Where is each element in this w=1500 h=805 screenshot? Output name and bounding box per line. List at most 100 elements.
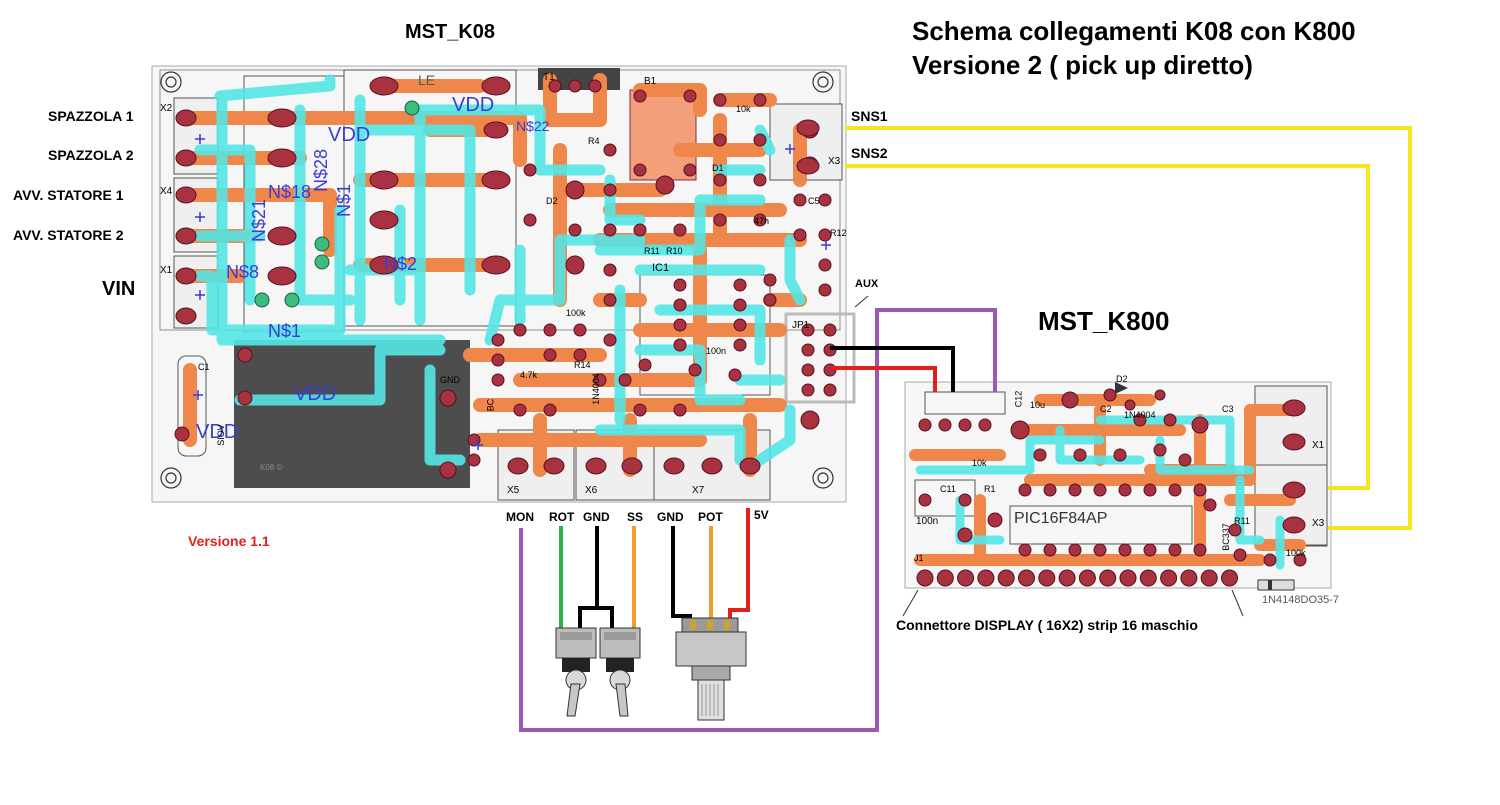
board-k08: K08 © — [151, 65, 856, 503]
part-d2: D2 — [546, 196, 558, 206]
net-n8: N$8 — [226, 262, 260, 282]
net-vdd-4: VDD — [196, 421, 239, 443]
pin-5v: 5V — [754, 508, 769, 522]
net-n22: N$22 — [516, 118, 550, 134]
pin-pot: POT — [698, 510, 723, 524]
k800-conn-x1: X1 — [1312, 440, 1325, 451]
k800-part-c3: C3 — [1222, 404, 1234, 414]
net-n28: N$28 — [311, 148, 332, 193]
part-c1: C1 — [198, 362, 210, 372]
k800-part-c2: C2 — [1100, 404, 1112, 414]
part-jp1: JP1 — [792, 320, 810, 331]
net-vdd-2: VDD — [452, 94, 495, 116]
net-vdd-3: VDD — [294, 383, 337, 405]
label-aux: AUX — [855, 278, 879, 290]
display-strip-pin — [1058, 569, 1076, 587]
part-b1: B1 — [644, 76, 657, 87]
k800-part-c12: C12 — [1013, 390, 1024, 408]
conn-x2: X2 — [160, 103, 173, 114]
k800-part-10u: 10u — [1030, 400, 1046, 410]
label-sns2: SNS2 — [851, 145, 888, 161]
conn-x4: X4 — [160, 186, 173, 197]
display-strip-pin — [916, 569, 934, 587]
k800-part-100n: 100n — [916, 516, 939, 527]
display-leaders — [854, 295, 1244, 617]
display-strip — [916, 569, 1238, 587]
display-strip-pin — [957, 569, 975, 587]
potentiometer — [675, 617, 747, 721]
net-vdd-1: VDD — [328, 124, 371, 146]
k800-part-r1: R1 — [984, 484, 996, 494]
wire-5v — [728, 508, 750, 622]
display-strip-pin — [1119, 569, 1137, 587]
label-sns1: SNS1 — [851, 108, 888, 124]
k800-part-10k: 10k — [972, 458, 987, 468]
part-1n4004: 1N4004 — [590, 373, 601, 405]
k800-part-bc337: BC337 — [1220, 523, 1231, 551]
display-strip-pin — [1221, 569, 1238, 587]
wire-gnd-switch — [578, 526, 614, 630]
k800-part-r11: R11 — [1234, 516, 1250, 526]
part-siov: SIOV — [215, 424, 226, 446]
display-strip-pin — [997, 569, 1015, 587]
board-k08-title: MST_K08 — [405, 21, 496, 43]
net-n21: N$21 — [249, 198, 270, 243]
net-n18: N$18 — [268, 182, 312, 202]
display-strip-pin — [1018, 569, 1035, 587]
part-r10: R10 — [666, 246, 683, 256]
board-k800 — [904, 381, 1332, 591]
wire-gnd-pot — [671, 526, 692, 625]
wire-aux-black — [830, 346, 955, 392]
label-spazzola-1: SPAZZOLA 1 — [48, 108, 134, 124]
label-avv-statore-1: AVV. STATORE 1 — [13, 187, 124, 203]
wire-sns1 — [845, 126, 1412, 530]
net-n1-vertical: N$1 — [334, 183, 355, 218]
display-strip-pin — [1139, 569, 1157, 587]
k800-conn-x3: X3 — [1312, 518, 1325, 529]
label-version: Versione 1.1 — [188, 533, 270, 549]
k800-part-d2: D2 — [1116, 374, 1128, 384]
part-100k: 100k — [566, 308, 586, 318]
part-t1: T1 — [543, 72, 555, 83]
part-r11: R11 — [644, 246, 660, 256]
part-c5: C5 — [808, 196, 820, 206]
pin-mon: MON — [506, 510, 534, 524]
net-n2: N$2 — [384, 254, 418, 274]
k800-part-1n4004: 1N4004 — [1124, 410, 1156, 420]
pin-gnd-1: GND — [583, 510, 610, 524]
wire-sns2 — [845, 164, 1370, 490]
label-vin: VIN — [102, 278, 136, 300]
svg-text:K08 ©: K08 © — [260, 463, 282, 472]
display-strip-pin — [1078, 569, 1096, 587]
part-100n: 100n — [706, 346, 727, 356]
conn-x6: X6 — [585, 485, 598, 496]
k800-part-j1: J1 — [914, 553, 924, 563]
k800-part-100k: 100k — [1286, 548, 1306, 558]
main-title-line2: Versione 2 ( pick up diretto) — [912, 50, 1253, 80]
label-display-connector: Connettore DISPLAY ( 16X2) strip 16 masc… — [896, 617, 1198, 633]
diode-1n4148: 1N4148DO35-7 — [1262, 594, 1340, 606]
part-d1: D1 — [712, 163, 724, 173]
conn-x3: X3 — [828, 156, 841, 167]
toggle-switches — [555, 627, 641, 717]
display-strip-pin — [1038, 569, 1056, 587]
label-avv-statore-2: AVV. STATORE 2 — [13, 227, 124, 243]
part-gnd: GND — [440, 375, 460, 385]
display-strip-pin — [936, 569, 954, 587]
part-r4: R4 — [588, 136, 600, 146]
main-title-line1: Schema collegamenti K08 con K800 — [912, 16, 1356, 46]
display-strip-pin — [1160, 569, 1178, 587]
part-r12: R12 — [830, 228, 847, 238]
conn-x1: X1 — [160, 265, 173, 276]
part-r14: R14 — [574, 360, 591, 370]
part-47n: 47n — [754, 216, 770, 226]
part-le: LE — [418, 72, 436, 88]
display-strip-pin — [1200, 569, 1218, 587]
net-n1: N$1 — [268, 321, 302, 341]
display-strip-pin — [977, 569, 995, 587]
board-k800-title: MST_K800 — [1038, 306, 1170, 336]
part-bc: BC — [485, 398, 496, 412]
part-10k: 10k — [736, 104, 751, 114]
